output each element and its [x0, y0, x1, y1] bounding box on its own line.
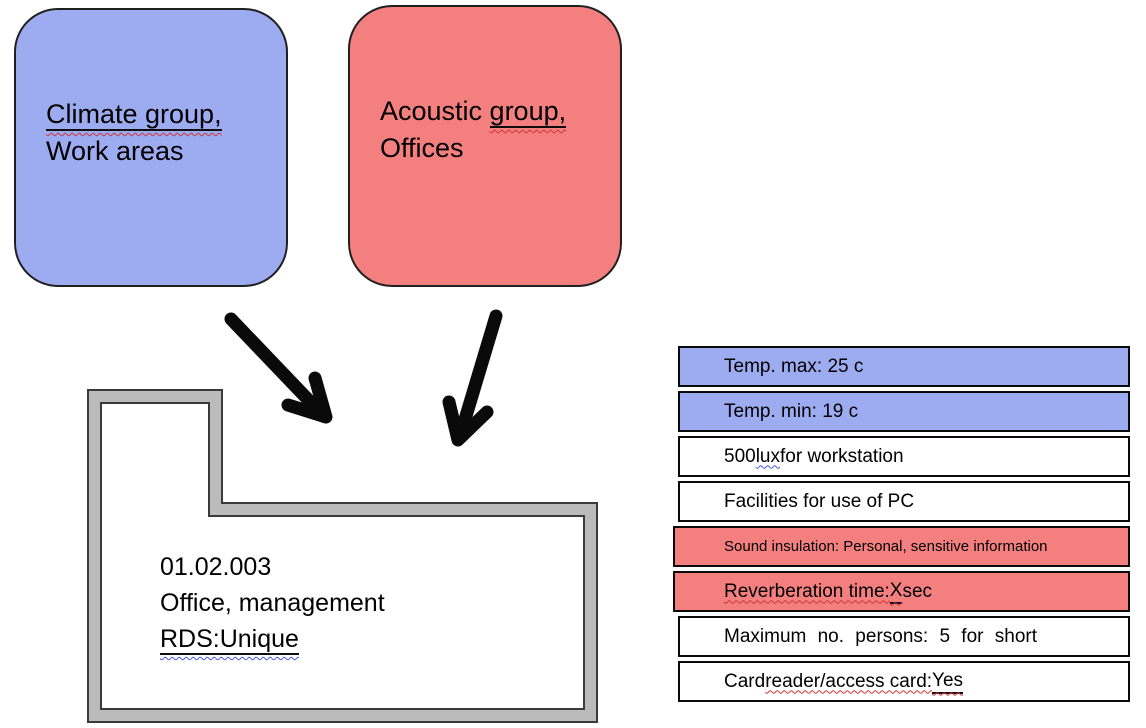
acoustic-group-subtitle: Offices — [380, 133, 464, 163]
row-text: Card — [724, 670, 766, 692]
row-text: for workstation — [780, 445, 904, 467]
row-text: Reverberation time: — [724, 580, 890, 602]
room-name: Office, management — [160, 589, 385, 617]
room-label: 01.02.003 Office, management RDS:Unique — [160, 549, 385, 657]
room-rds: RDS:Unique — [160, 625, 299, 655]
acoustic-group-label: Acoustic group, Offices — [380, 93, 567, 167]
table-row-card-reader: Card reader/access card: Yes — [678, 661, 1130, 702]
table-row-reverberation: Reverberation time: X sec — [673, 571, 1130, 612]
table-row-temp-min: Temp. min: 19 c — [678, 391, 1130, 432]
row-text: Facilities for use of PC — [724, 490, 915, 512]
table-row-max-persons: Maximum no. persons: 5 for short — [678, 616, 1130, 657]
arrow-acoustic-to-room-icon — [442, 309, 503, 447]
row-text: Temp. max: 25 c — [724, 355, 864, 377]
row-text: Sound insulation: Personal, sensitive in… — [724, 538, 1048, 555]
climate-group-subtitle: Work areas — [46, 136, 184, 166]
acoustic-group-box: Acoustic group, Offices — [348, 5, 622, 287]
climate-group-box: Climate group, Work areas — [14, 8, 288, 287]
row-text: Maximum no. persons: 5 for short — [724, 625, 1037, 647]
row-text: reader/access card: — [765, 670, 933, 692]
acoustic-group-title-prefix: Acoustic — [380, 96, 490, 126]
table-row-sound-insulation: Sound insulation: Personal, sensitive in… — [673, 526, 1130, 567]
requirements-table: Temp. max: 25 c Temp. min: 19 c 500 lux … — [673, 346, 1130, 702]
table-row-temp-max: Temp. max: 25 c — [678, 346, 1130, 387]
climate-group-label: Climate group, Work areas — [46, 96, 222, 170]
room-outline — [87, 389, 598, 723]
table-row-pc-facilities: Facilities for use of PC — [678, 481, 1130, 522]
climate-group-title: Climate group, — [46, 99, 222, 131]
row-text: Yes — [932, 670, 964, 694]
row-text: lux — [755, 445, 780, 467]
table-row-lux: 500 lux for workstation — [678, 436, 1130, 477]
row-text: Temp. min: 19 c — [724, 400, 859, 422]
acoustic-group-title-underlined: group, — [489, 96, 567, 128]
row-text: sec — [902, 580, 933, 602]
room-id: 01.02.003 — [160, 553, 272, 581]
row-text: X — [889, 580, 903, 604]
arrow-climate-to-room-icon — [224, 312, 333, 424]
row-text: 500 — [724, 445, 756, 467]
